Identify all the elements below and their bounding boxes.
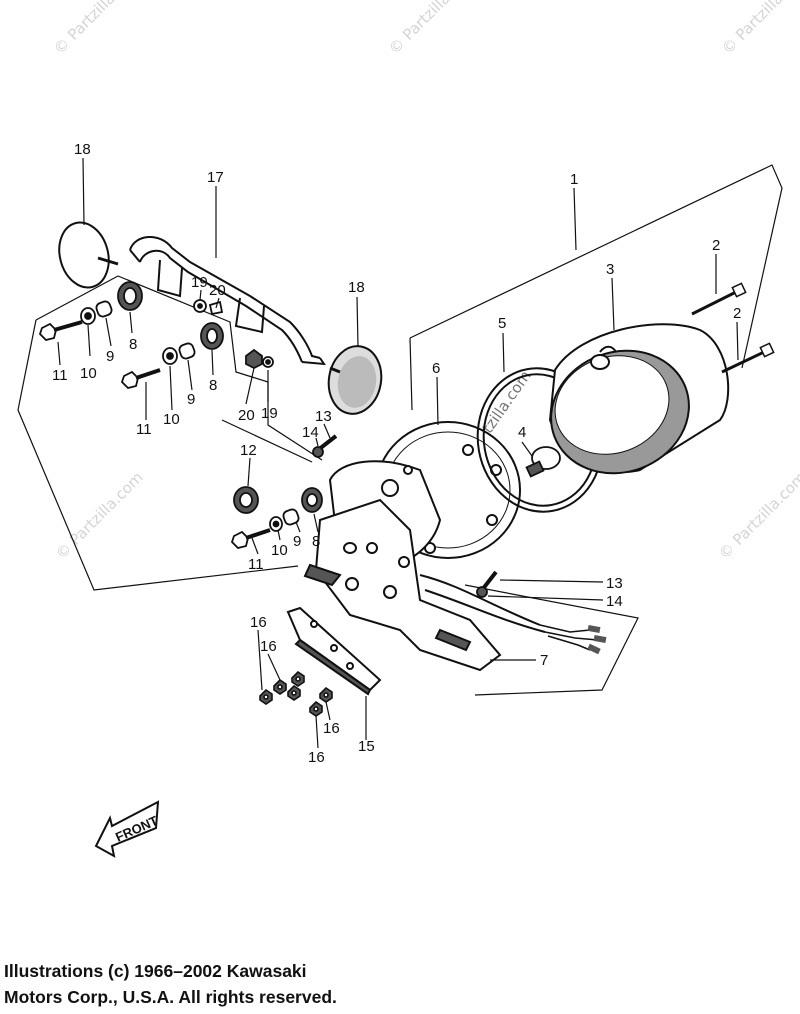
callout-20-lower: 20 bbox=[238, 407, 255, 424]
bracket-outline bbox=[17, 275, 323, 591]
callouts: 18 17 1 2 3 2 5 6 4 18 19 20 8 9 10 11 8… bbox=[52, 141, 741, 766]
callout-14-upper: 14 bbox=[302, 424, 319, 441]
screw-upper bbox=[312, 434, 338, 458]
callout-7: 7 bbox=[540, 652, 548, 669]
watermark-top-mid: © Partzilla bbox=[385, 0, 454, 58]
callout-16-b: 16 bbox=[260, 638, 277, 655]
callout-13-upper: 13 bbox=[315, 408, 332, 425]
fastener-set-upper bbox=[38, 281, 143, 341]
watermark-top-right: © Partzilla bbox=[718, 0, 787, 58]
copyright-line-1: Illustrations (c) 1966–2002 Kawasaki bbox=[4, 961, 307, 981]
nut-washer-lower bbox=[245, 348, 274, 370]
front-arrow: FRONT bbox=[94, 800, 160, 858]
reflector-lens-left bbox=[58, 221, 119, 289]
watermark-mid-left: © Partzilla.com bbox=[52, 468, 147, 563]
callout-9-lower: 9 bbox=[293, 533, 301, 550]
leader-lines bbox=[57, 157, 739, 749]
callout-10-upper: 10 bbox=[80, 365, 97, 382]
callout-17: 17 bbox=[207, 169, 224, 186]
copyright-line-2: Motors Corp., U.S.A. All rights reserved… bbox=[4, 987, 337, 1007]
callout-16-c: 16 bbox=[323, 720, 340, 737]
reflector-bracket bbox=[129, 236, 326, 366]
wiring-harness bbox=[419, 574, 607, 655]
fastener-set-lower bbox=[230, 487, 323, 549]
callout-8-upper: 8 bbox=[129, 336, 137, 353]
callout-4: 4 bbox=[518, 424, 526, 441]
callout-8-middle: 8 bbox=[209, 377, 217, 394]
callout-6: 6 bbox=[432, 360, 440, 377]
callout-2-lower: 2 bbox=[733, 305, 741, 322]
callout-10-lower: 10 bbox=[271, 542, 288, 559]
lens-screws bbox=[691, 282, 775, 374]
callout-9-upper: 9 bbox=[106, 348, 114, 365]
screw-lower bbox=[476, 570, 498, 598]
watermark-mid-right: © Partzilla.com bbox=[715, 468, 800, 563]
copyright-notice: Illustrations (c) 1966–2002 Kawasaki Mot… bbox=[4, 958, 604, 1010]
callout-15: 15 bbox=[358, 738, 375, 755]
callout-18-left: 18 bbox=[74, 141, 91, 158]
callout-16-a: 16 bbox=[250, 614, 267, 631]
callout-18-right: 18 bbox=[348, 279, 365, 296]
callout-20-upper: 20 bbox=[209, 282, 226, 299]
callout-14-lower: 14 bbox=[606, 593, 623, 610]
callout-10-middle: 10 bbox=[163, 411, 180, 428]
callout-11-upper: 11 bbox=[52, 367, 68, 384]
callout-12: 12 bbox=[240, 442, 257, 459]
watermark-top-left: © Partzilla bbox=[50, 0, 119, 58]
callout-16-d: 16 bbox=[308, 749, 325, 766]
assembly-outline bbox=[409, 164, 783, 696]
grommet bbox=[233, 486, 259, 514]
bulb bbox=[525, 446, 561, 478]
license-plate-bracket bbox=[286, 606, 382, 696]
callout-11-lower: 11 bbox=[248, 556, 264, 573]
callout-1: 1 bbox=[570, 171, 578, 188]
callout-5: 5 bbox=[498, 315, 506, 332]
callout-8-lower: 8 bbox=[312, 533, 320, 550]
callout-9-middle: 9 bbox=[187, 391, 195, 408]
callout-3: 3 bbox=[606, 261, 614, 278]
nuts bbox=[259, 670, 333, 717]
mounting-bracket bbox=[303, 498, 502, 672]
callout-19-lower: 19 bbox=[261, 405, 278, 422]
reflector-lens-right bbox=[327, 345, 383, 415]
callout-2-upper: 2 bbox=[712, 237, 720, 254]
taillight-lens bbox=[548, 323, 730, 475]
fastener-set-middle bbox=[120, 322, 224, 389]
callout-19-upper: 19 bbox=[191, 274, 208, 291]
callout-13-lower: 13 bbox=[606, 575, 623, 592]
callout-11-middle: 11 bbox=[136, 421, 152, 438]
